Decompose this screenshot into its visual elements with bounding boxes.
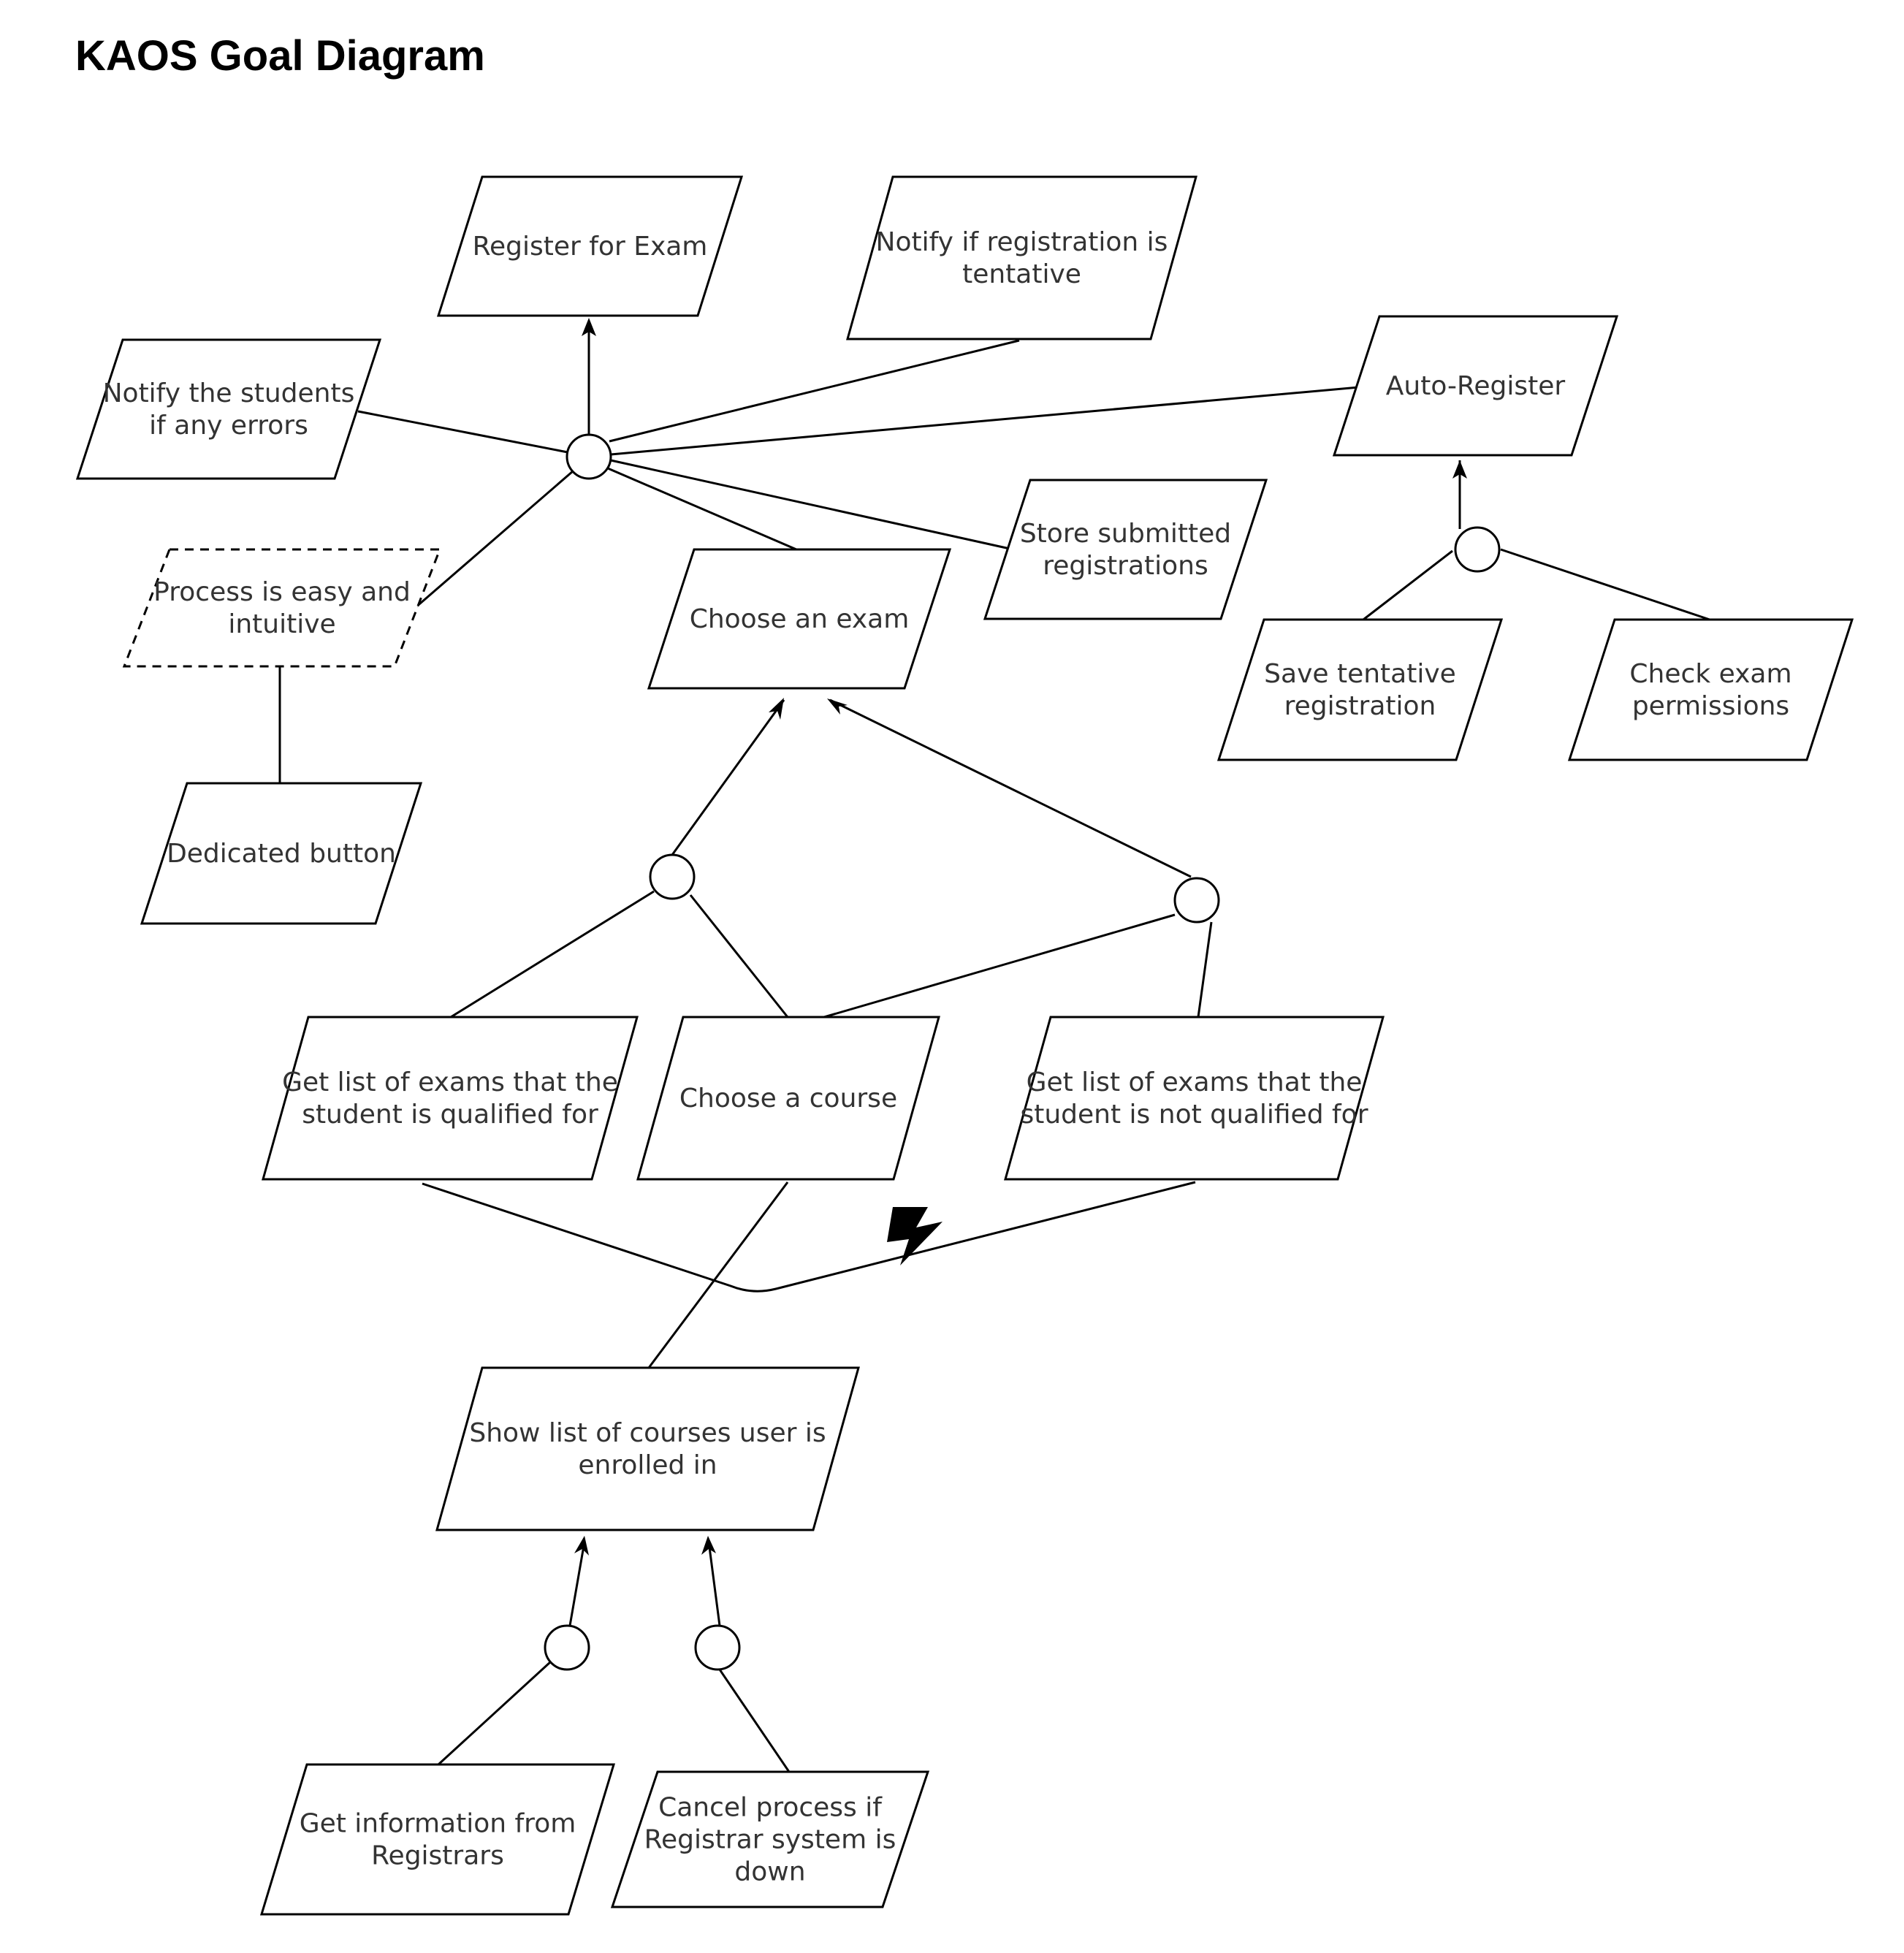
goal-label-line: Save tentative [1264, 659, 1456, 689]
goal-label-line: Get list of exams that the [282, 1067, 618, 1097]
refinement-junction [566, 433, 612, 480]
goal-label-line: intuitive [228, 609, 335, 639]
link-j6-to-show-courses [707, 1541, 721, 1626]
link-j4-to-choose-course [823, 913, 1176, 1019]
arrowhead-show-courses-right [701, 1536, 716, 1555]
goal-label-line: student is not qualified for [1020, 1100, 1368, 1130]
goal-shape [610, 1770, 930, 1908]
goal-shape [1004, 1016, 1385, 1181]
goal-label-line: Check exam [1629, 659, 1791, 689]
link-j1-to-store [610, 459, 1010, 550]
goal-shape [262, 1016, 639, 1181]
goal-label-line: registrations [1043, 551, 1208, 581]
refinement-junction [694, 1624, 741, 1671]
goal-shape [1332, 315, 1619, 457]
goal-shape [436, 175, 744, 317]
goal-label-line: Registrar system is [644, 1825, 896, 1855]
goal-shape [1216, 618, 1504, 761]
refinement-junction [649, 853, 696, 900]
goal-label-line: Cancel process if [658, 1793, 883, 1823]
arrowhead-auto-register [1452, 460, 1467, 479]
goal-label-line: student is qualified for [302, 1100, 598, 1130]
goal-auto-register: Auto-Register [1332, 315, 1619, 457]
link-j6-to-cancel [718, 1669, 791, 1773]
goal-label-line: registration [1284, 691, 1436, 721]
refinement-junction [1454, 526, 1501, 573]
arrowhead-choose-exam-left [769, 698, 784, 720]
link-j1-to-auto-register [610, 386, 1360, 456]
goal-dedicated-button: Dedicated button [140, 782, 423, 925]
goal-label-line: Notify the students [103, 378, 355, 408]
page-title: KAOS Goal Diagram [75, 32, 485, 80]
link-j1-to-choose-exam [607, 467, 797, 551]
goals-layer: Register for Exam Notify if registration … [75, 175, 1854, 1916]
goal-choose-exam: Choose an exam [647, 548, 952, 690]
link-j1-to-notify-tentative [609, 339, 1020, 443]
conflict-link [422, 1181, 1196, 1293]
arrowhead-register [582, 318, 596, 336]
goal-label-line: if any errors [149, 411, 308, 441]
arrowheads [574, 318, 1467, 1556]
goal-label-line: Show list of courses user is [469, 1418, 826, 1448]
goal-choose-course: Choose a course [636, 1016, 940, 1181]
link-j5-to-get-info [437, 1661, 552, 1766]
link-j4-to-list-not-qualified [1197, 921, 1213, 1018]
goal-shape [636, 1016, 940, 1181]
link-j1-to-notify-errors [357, 410, 568, 454]
goal-label-line: Get information from [300, 1809, 576, 1839]
goal-shape [1567, 618, 1854, 761]
link-j2-to-save-tentative [1363, 549, 1453, 621]
goal-label-line: permissions [1632, 691, 1789, 721]
link-j3-to-list-qualified [450, 890, 655, 1019]
links [278, 323, 1710, 1773]
goal-shape [75, 338, 382, 480]
link-j5-to-show-courses [568, 1541, 586, 1626]
arrowhead-show-courses-left [574, 1536, 589, 1556]
goal-label-line: Get list of exams that the [1027, 1067, 1363, 1097]
goal-label-line: Notify if registration is [876, 227, 1168, 257]
link-j3-to-choose-exam [671, 699, 785, 856]
goal-label-line: down [734, 1857, 805, 1887]
goal-shape [846, 175, 1197, 340]
goal-shape [647, 548, 952, 690]
refinement-junction [544, 1624, 590, 1671]
link-j4-to-choose-exam [829, 698, 1192, 878]
goal-shape [259, 1763, 616, 1916]
arrowhead-choose-exam-right [827, 698, 848, 715]
link-j1-to-process-easy [414, 470, 574, 609]
goal-label-line: Choose a course [679, 1084, 897, 1113]
goal-shape [140, 782, 423, 925]
goal-shape [983, 479, 1268, 620]
goal-label-line: Choose an exam [690, 604, 910, 634]
goal-label-line: Registrars [371, 1841, 504, 1871]
goal-label-line: Dedicated button [167, 839, 396, 869]
goal-shape [435, 1366, 860, 1531]
goal-label-line: Auto-Register [1386, 371, 1566, 401]
goal-shape [122, 548, 442, 668]
goal-label-line: Store submitted [1020, 519, 1231, 549]
goal-label-line: tentative [962, 259, 1081, 289]
link-j3-to-choose-course [689, 894, 789, 1018]
link-j2-to-check-permissions [1500, 548, 1710, 621]
goal-register-exam: Register for Exam [436, 175, 744, 317]
link-choose-course-to-show-courses [647, 1181, 789, 1368]
goal-label-line: Process is easy and [153, 577, 411, 607]
goal-label-line: Register for Exam [473, 232, 708, 262]
goal-label-line: enrolled in [578, 1450, 717, 1480]
refinement-junction [1173, 877, 1220, 924]
lightning-bolt-icon [887, 1207, 943, 1265]
junctions [544, 433, 1501, 1671]
